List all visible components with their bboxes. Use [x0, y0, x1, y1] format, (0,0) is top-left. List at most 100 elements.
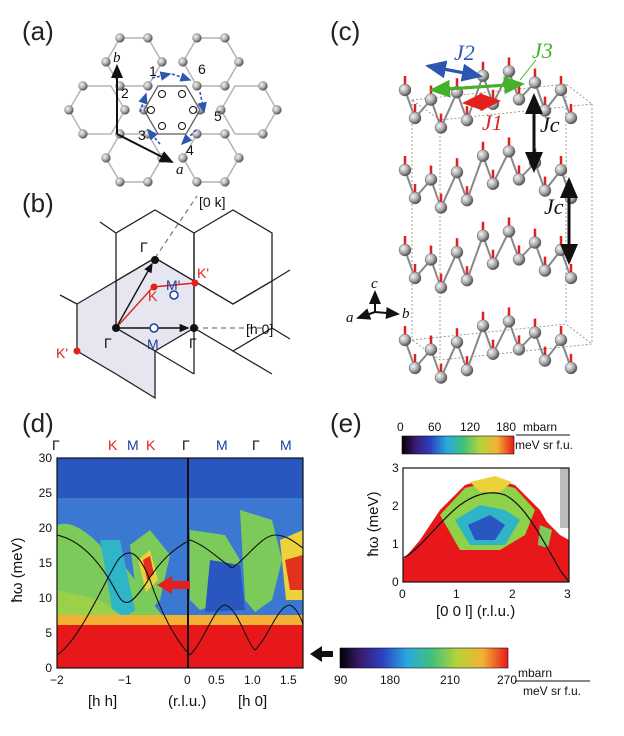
site-1: 1 — [149, 63, 157, 79]
dispersion-curves-d — [57, 534, 303, 656]
e-yticks: 0 1 2 3 — [392, 461, 399, 589]
label-dir-0k: [0 k] — [199, 194, 225, 210]
top-colorbar-ticks: 0 60 120 180 mbarn meV sr f.u. — [397, 420, 573, 452]
d-xticks: −2 −1 0 0.5 1.0 1.5 — [50, 673, 297, 687]
atom — [554, 243, 568, 257]
label-dir-h0: [h 0] — [246, 321, 273, 337]
bottom-colorbar-ticks: 90 180 210 270 mbarn meV sr f.u. — [334, 666, 590, 698]
atom — [424, 173, 438, 186]
panel-d-label: (d) — [22, 408, 54, 438]
d-xtick-05: 0.5 — [208, 673, 225, 687]
label-gamma-2: Γ — [140, 239, 148, 255]
bottom-colorbar — [339, 647, 509, 669]
atom — [476, 319, 490, 332]
axis-c-a: a — [346, 310, 354, 326]
tcb-tick-60: 60 — [428, 420, 442, 434]
e-ytick-2: 2 — [392, 499, 399, 513]
axis-a-label: a — [176, 162, 184, 178]
recip-dash-lines — [154, 195, 262, 329]
atom — [564, 111, 578, 125]
bcb-tick-210: 210 — [440, 673, 460, 687]
atom — [538, 354, 552, 367]
d-xtick-15: 1.5 — [280, 673, 297, 687]
atom — [538, 184, 552, 197]
recip-points — [73, 256, 199, 355]
d-xlabel-mid: (r.l.u.) — [168, 693, 206, 710]
label-jc-2: Jc — [544, 194, 564, 219]
honeycomb-lattice-a — [68, 37, 278, 183]
site-6: 6 — [198, 61, 206, 77]
atom — [398, 243, 412, 257]
site-3: 3 — [138, 127, 146, 143]
label-gamma-1: Γ — [104, 335, 112, 351]
atom — [512, 173, 526, 186]
atom — [512, 253, 526, 266]
e-ytick-1: 1 — [392, 537, 399, 551]
e-xtick-1: 1 — [453, 587, 460, 601]
d-ytick-30: 30 — [39, 451, 53, 465]
axis-c-b: b — [402, 306, 410, 322]
atom — [434, 201, 448, 214]
d-top-m-2: M — [216, 437, 228, 453]
tcb-tick-120: 120 — [460, 420, 480, 434]
atom — [554, 163, 568, 177]
d-xtick-m1: −1 — [118, 673, 132, 687]
unit-cell-box — [410, 83, 594, 361]
label-k-prime: K' — [197, 265, 209, 281]
e-ylabel: ħω (meV) — [365, 491, 382, 556]
panel-e-frame — [402, 467, 570, 583]
d-ytick-20: 20 — [39, 521, 53, 535]
atom — [450, 245, 464, 259]
lattice-atoms-a — [64, 33, 282, 187]
e-ytick-0: 0 — [392, 575, 399, 589]
e-ytick-3: 3 — [392, 461, 399, 475]
d-top-gamma-2: Γ — [182, 437, 190, 453]
atom — [486, 177, 500, 190]
atom — [564, 361, 578, 375]
atom — [450, 165, 464, 179]
atom — [424, 93, 438, 106]
atom — [434, 121, 448, 134]
top-colorbar — [401, 435, 515, 455]
atom — [434, 281, 448, 294]
d-xlabel-left: [h h] — [88, 693, 117, 710]
label-jc-1: Jc — [540, 112, 560, 137]
atom — [434, 371, 448, 384]
axis-b-label: b — [113, 50, 121, 66]
e-xtick-2: 2 — [509, 587, 516, 601]
d-top-points: Γ K M K Γ M Γ M — [52, 437, 292, 453]
atom — [398, 333, 412, 347]
label-j3: J3 — [532, 38, 553, 63]
label-k-prime-2: K' — [56, 345, 68, 361]
bcb-tick-90: 90 — [334, 673, 348, 687]
bcb-tick-180: 180 — [380, 673, 400, 687]
e-xticks: 0 1 2 3 — [399, 587, 571, 601]
atom — [502, 65, 516, 78]
tcb-tick-180: 180 — [496, 420, 516, 434]
d-xtick-0: 0 — [184, 673, 191, 687]
atom — [408, 361, 422, 375]
site-2: 2 — [121, 85, 129, 101]
atom — [528, 326, 542, 339]
atom — [486, 347, 500, 360]
e-xtick-3: 3 — [564, 587, 571, 601]
tcb-unit-bottom: meV sr f.u. — [515, 438, 573, 452]
site-number-labels-a: 1 2 3 4 5 6 — [121, 61, 222, 158]
atom — [528, 236, 542, 249]
label-j2: J2 — [454, 40, 475, 65]
atom — [460, 363, 474, 377]
atom — [460, 273, 474, 287]
d-ytick-5: 5 — [45, 626, 52, 640]
colorbar-pointer-arrow — [310, 646, 333, 662]
panel-d-frame — [56, 457, 304, 669]
d-ytick-25: 25 — [39, 486, 53, 500]
red-arrow-indicator — [157, 576, 190, 594]
dispersion-curve-e — [403, 492, 569, 582]
atom — [450, 335, 464, 349]
atom — [502, 225, 516, 238]
site-5: 5 — [214, 108, 222, 124]
panel-a-label: (a) — [22, 16, 54, 46]
atom — [512, 343, 526, 356]
